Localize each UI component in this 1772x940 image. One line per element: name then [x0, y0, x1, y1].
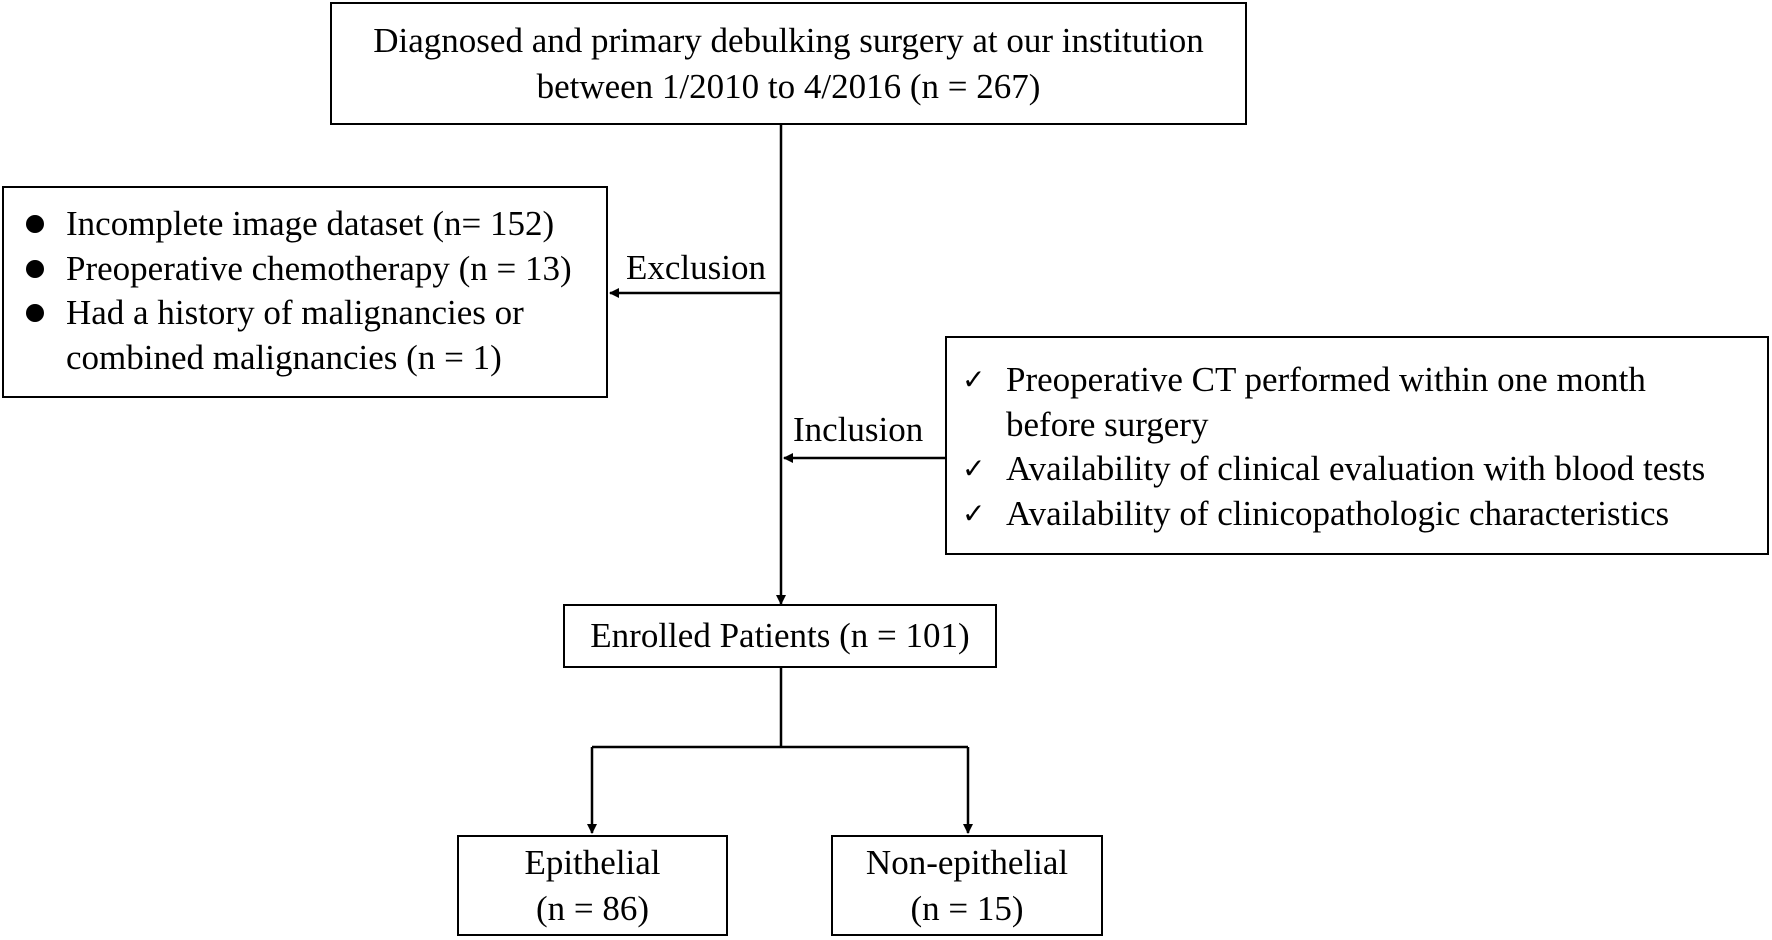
non-epithelial-group-box: Non-epithelial (n = 15)	[831, 835, 1103, 936]
filled-circle-icon	[26, 304, 44, 322]
inclusion-criteria-box: ✓ Preoperative CT performed within one m…	[945, 336, 1769, 555]
exclusion-label: Exclusion	[626, 248, 766, 287]
inclusion-item: ✓ Availability of clinical evaluation wi…	[962, 447, 1706, 492]
cohort-source-line-2: between 1/2010 to 4/2016 (n = 267)	[536, 66, 1041, 106]
non-epithelial-group-title: Non-epithelial	[865, 842, 1069, 882]
inclusion-item-text: Preoperative CT performed within one mon…	[1006, 360, 1646, 399]
inclusion-item-text: before surgery	[1006, 404, 1209, 444]
cohort-source-line-1: Diagnosed and primary debulking surgery …	[373, 20, 1204, 60]
inclusion-item: ✓ Preoperative CT performed within one m…	[962, 358, 1705, 403]
exclusion-criteria-box: Incomplete image dataset (n= 152) Preope…	[2, 186, 608, 398]
epithelial-group-box: Epithelial (n = 86)	[457, 835, 728, 936]
inclusion-label: Inclusion	[793, 410, 924, 449]
non-epithelial-group-count: (n = 15)	[910, 888, 1024, 928]
inclusion-item-continuation: before surgery	[1006, 403, 1705, 448]
inclusion-item: ✓ Availability of clinicopathologic char…	[962, 492, 1705, 537]
exclusion-item: Had a history of malignancies or	[26, 291, 572, 336]
checkmark-icon: ✓	[962, 496, 986, 530]
exclusion-item: Preoperative chemotherapy (n = 13)	[26, 247, 572, 292]
exclusion-item: Incomplete image dataset (n= 152)	[26, 202, 572, 247]
exclusion-criteria-list: Incomplete image dataset (n= 152) Preope…	[26, 202, 572, 381]
inclusion-item-text: Availability of clinicopathologic charac…	[1006, 493, 1670, 533]
exclusion-item-text: combined malignancies (n = 1)	[66, 337, 502, 377]
exclusion-item-text: Incomplete image dataset (n= 152)	[66, 204, 555, 243]
filled-circle-icon	[26, 215, 44, 233]
epithelial-group-count: (n = 86)	[535, 888, 650, 928]
checkmark-icon: ✓	[962, 363, 986, 396]
enrolled-patients-box: Enrolled Patients (n = 101)	[563, 604, 997, 668]
filled-circle-icon	[26, 259, 44, 278]
exclusion-item-text: Preoperative chemotherapy (n = 13)	[66, 248, 572, 288]
cohort-source-box: Diagnosed and primary debulking surgery …	[330, 2, 1247, 125]
checkmark-icon: ✓	[962, 452, 986, 485]
enrolled-patients-label: Enrolled Patients (n = 101)	[590, 616, 970, 655]
exclusion-item-continuation: combined malignancies (n = 1)	[66, 336, 572, 381]
inclusion-criteria-list: ✓ Preoperative CT performed within one m…	[962, 358, 1706, 537]
epithelial-group-title: Epithelial	[524, 842, 661, 882]
inclusion-item-text: Availability of clinical evaluation with…	[1006, 449, 1706, 488]
exclusion-item-text: Had a history of malignancies or	[66, 293, 524, 332]
